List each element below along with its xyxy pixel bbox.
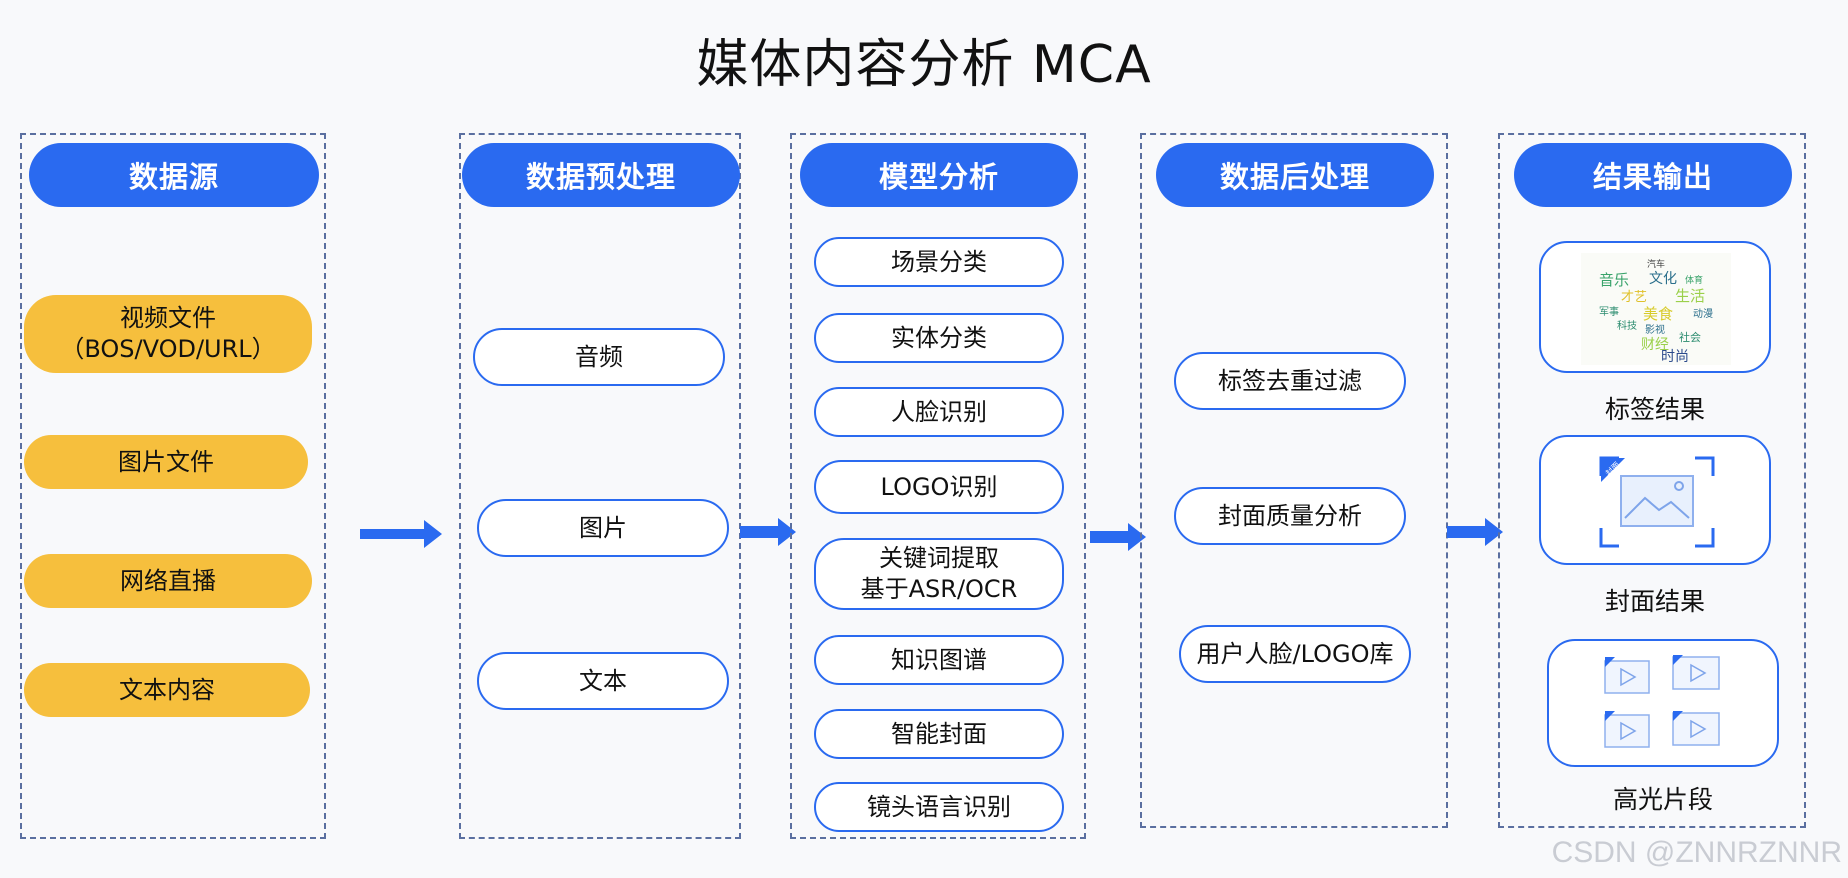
arrow-right-icon: [740, 518, 796, 546]
column-header-output: 结果输出: [1514, 143, 1792, 207]
word-cloud-term: 军事: [1599, 305, 1619, 318]
video-clip-icon: [1604, 657, 1650, 694]
word-cloud-term: 时尚: [1661, 349, 1689, 365]
model-shot-language: 镜头语言识别: [814, 782, 1064, 832]
watermark: CSDN @ZNNRZNNR: [1551, 836, 1842, 869]
column-header-model-analysis: 模型分析: [800, 143, 1078, 207]
column-header-data-source: 数据源: [29, 143, 319, 207]
word-cloud-term: 影视: [1645, 323, 1665, 336]
source-text-content: 文本内容: [24, 663, 310, 717]
model-knowledge-graph: 知识图谱: [814, 635, 1064, 685]
highlight-result-label: 高光片段: [1612, 785, 1713, 814]
arrow-right-icon: [1090, 523, 1146, 551]
word-cloud-term: 体育: [1685, 274, 1703, 286]
preprocess-text: 文本: [477, 652, 729, 710]
flow-arrow-3: [1090, 523, 1146, 551]
flow-arrow-4: [1447, 518, 1503, 546]
model-logo-recognition: LOGO识别: [814, 460, 1064, 514]
source-video-file: 视频文件 （BOS/VOD/URL）: [24, 295, 312, 373]
word-cloud-term: 才艺: [1621, 290, 1647, 305]
word-cloud-term: 文化: [1649, 271, 1677, 287]
source-image-file: 图片文件: [24, 435, 308, 489]
word-cloud-term: 音乐: [1599, 271, 1629, 289]
flow-arrow-2: [740, 518, 796, 546]
word-cloud-image: 音乐 汽车 文化 体育 才艺 生活 军事 美食 动漫 科技 影视 财经 社会 时…: [1581, 253, 1731, 365]
column-preprocess: 数据预处理 音频 图片 文本: [459, 133, 741, 839]
cover-result-label: 封面结果: [1604, 587, 1705, 616]
postprocess-cover-quality: 封面质量分析: [1174, 487, 1406, 545]
word-cloud-term: 科技: [1617, 319, 1637, 332]
postprocess-tag-dedup: 标签去重过滤: [1174, 352, 1406, 410]
column-model-analysis: 模型分析 场景分类 实体分类 人脸识别 LOGO识别 关键词提取 基于ASR/O…: [790, 133, 1086, 839]
cover-image-icon: 封面: [1599, 456, 1715, 548]
model-smart-cover: 智能封面: [814, 709, 1064, 759]
video-clips-icon: [1604, 655, 1720, 748]
model-keyword-extraction: 关键词提取 基于ASR/OCR: [814, 538, 1064, 610]
page-title: 媒体内容分析 MCA: [696, 35, 1152, 95]
tag-result-label: 标签结果: [1604, 395, 1705, 424]
arrow-right-icon: [360, 520, 442, 548]
word-cloud-term: 动漫: [1693, 308, 1713, 320]
flow-arrow-1: [360, 520, 442, 548]
column-output: 结果输出 音乐 汽车 文化 体育 才艺 生活 军事 美食 动漫 科技 影视 财经…: [1498, 133, 1806, 828]
word-cloud-term: 财经: [1641, 337, 1669, 353]
video-clip-icon: [1672, 655, 1720, 690]
arrow-right-icon: [1447, 518, 1503, 546]
tag-result-box: 音乐 汽车 文化 体育 才艺 生活 军事 美食 动漫 科技 影视 财经 社会 时…: [1539, 241, 1771, 373]
model-face-recognition: 人脸识别: [814, 387, 1064, 437]
column-header-preprocess: 数据预处理: [462, 143, 740, 207]
postprocess-face-logo-library: 用户人脸/LOGO库: [1179, 625, 1411, 683]
model-scene-classification: 场景分类: [814, 237, 1064, 287]
column-header-postprocess: 数据后处理: [1156, 143, 1434, 207]
model-entity-classification: 实体分类: [814, 313, 1064, 363]
word-cloud-term: 社会: [1679, 330, 1701, 344]
preprocess-image: 图片: [477, 499, 729, 557]
cover-result-box: 封面: [1539, 435, 1771, 565]
video-clip-icon: [1672, 711, 1720, 746]
word-cloud-term: 美食: [1643, 305, 1673, 323]
video-clip-icon: [1604, 711, 1650, 748]
column-data-source: 数据源 视频文件 （BOS/VOD/URL） 图片文件 网络直播 文本内容: [20, 133, 326, 839]
preprocess-audio: 音频: [473, 328, 725, 386]
word-cloud-term: 生活: [1675, 287, 1705, 305]
highlight-result-box: [1547, 639, 1779, 767]
word-cloud-term: 汽车: [1647, 258, 1665, 270]
column-postprocess: 数据后处理 标签去重过滤 封面质量分析 用户人脸/LOGO库: [1140, 133, 1448, 828]
source-live-stream: 网络直播: [24, 554, 312, 608]
